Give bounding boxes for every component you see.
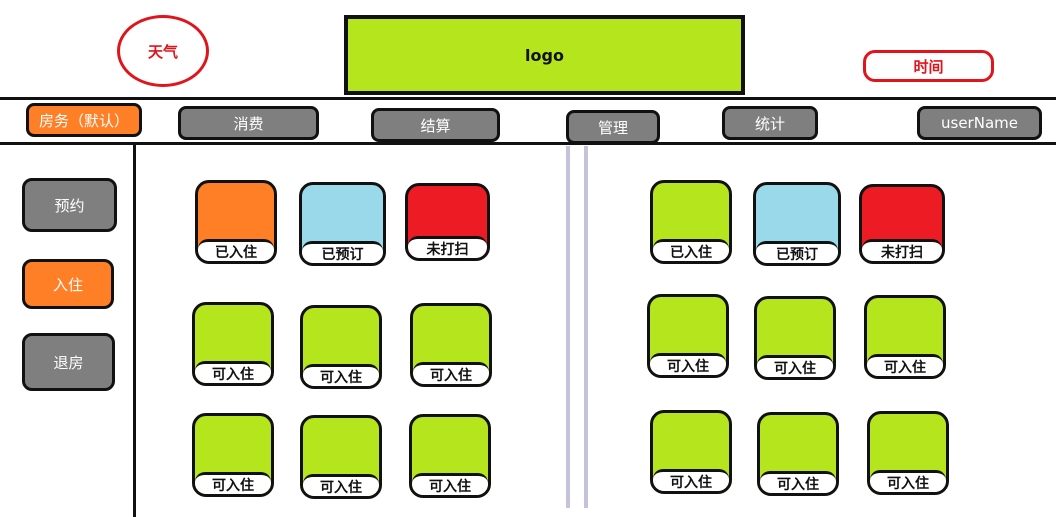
room-card[interactable]: 可入住 (867, 411, 949, 495)
tab-housekeeping[interactable]: 房务（默认） (26, 103, 142, 137)
nav-top-border (0, 97, 1056, 100)
logo-text: logo (525, 45, 564, 65)
room-card[interactable]: 可入住 (757, 412, 839, 496)
room-status: 未打扫 (862, 239, 942, 261)
room-status: 可入住 (303, 474, 379, 496)
room-card[interactable]: 可入住 (410, 303, 492, 387)
room-status: 可入住 (303, 364, 379, 386)
sidebar-item-reservation[interactable]: 预约 (22, 178, 117, 232)
panel-divider-right (584, 146, 588, 508)
room-status: 可入住 (195, 361, 271, 383)
room-card[interactable]: 可入住 (192, 413, 274, 497)
room-card[interactable]: 已预订 (753, 182, 841, 266)
tab-label: 结算 (420, 116, 451, 135)
room-status: 可入住 (412, 473, 488, 495)
tab-label: 房务（默认） (38, 111, 129, 130)
room-status: 可入住 (413, 362, 489, 384)
room-card[interactable]: 可入住 (864, 295, 946, 379)
room-card[interactable]: 未打扫 (405, 183, 490, 261)
room-status: 可入住 (757, 355, 833, 377)
tab-label: 统计 (754, 114, 785, 133)
tab-statistics[interactable]: 统计 (722, 106, 818, 140)
tab-label: userName (941, 114, 1018, 132)
tab-consumption[interactable]: 消费 (178, 106, 319, 140)
room-status: 已预订 (302, 241, 383, 263)
tab-management[interactable]: 管理 (566, 110, 660, 144)
panel-divider-left (566, 146, 570, 508)
weather-label: 天气 (147, 42, 178, 61)
sidebar-item-checkin[interactable]: 入住 (22, 259, 114, 309)
room-card[interactable]: 已入住 (650, 180, 732, 264)
room-status: 可入住 (650, 353, 726, 375)
logo: logo (344, 15, 745, 95)
room-status: 可入住 (653, 469, 729, 491)
sidebar-item-label: 退房 (53, 353, 84, 372)
room-status: 已预订 (756, 241, 838, 263)
room-card[interactable]: 可入住 (409, 414, 491, 498)
room-card[interactable]: 可入住 (650, 410, 732, 494)
room-card[interactable]: 已入住 (195, 180, 277, 264)
room-card[interactable]: 可入住 (754, 296, 836, 380)
room-status: 已入住 (653, 239, 729, 261)
room-status: 可入住 (867, 354, 943, 376)
room-card[interactable]: 可入住 (647, 294, 729, 378)
room-status: 可入住 (195, 472, 271, 494)
sidebar-separator (133, 142, 136, 517)
sidebar-item-label: 入住 (52, 275, 83, 294)
room-status: 可入住 (760, 471, 836, 493)
room-status: 未打扫 (408, 236, 487, 258)
time-label: 时间 (913, 57, 944, 76)
room-card[interactable]: 未打扫 (859, 184, 945, 264)
weather-widget: 天气 (117, 15, 209, 87)
room-status: 已入住 (198, 239, 274, 261)
room-card[interactable]: 可入住 (300, 305, 382, 389)
sidebar-item-checkout[interactable]: 退房 (22, 333, 115, 391)
tab-username[interactable]: userName (917, 106, 1042, 140)
tab-settlement[interactable]: 结算 (371, 108, 500, 142)
tab-label: 管理 (597, 118, 628, 137)
room-card[interactable]: 可入住 (192, 302, 274, 386)
room-card[interactable]: 已预订 (299, 182, 386, 266)
time-widget: 时间 (863, 50, 994, 82)
room-card[interactable]: 可入住 (300, 415, 382, 499)
sidebar-item-label: 预约 (54, 196, 85, 215)
room-status: 可入住 (870, 470, 946, 492)
tab-label: 消费 (233, 114, 264, 133)
nav-bottom-border (0, 142, 1056, 145)
